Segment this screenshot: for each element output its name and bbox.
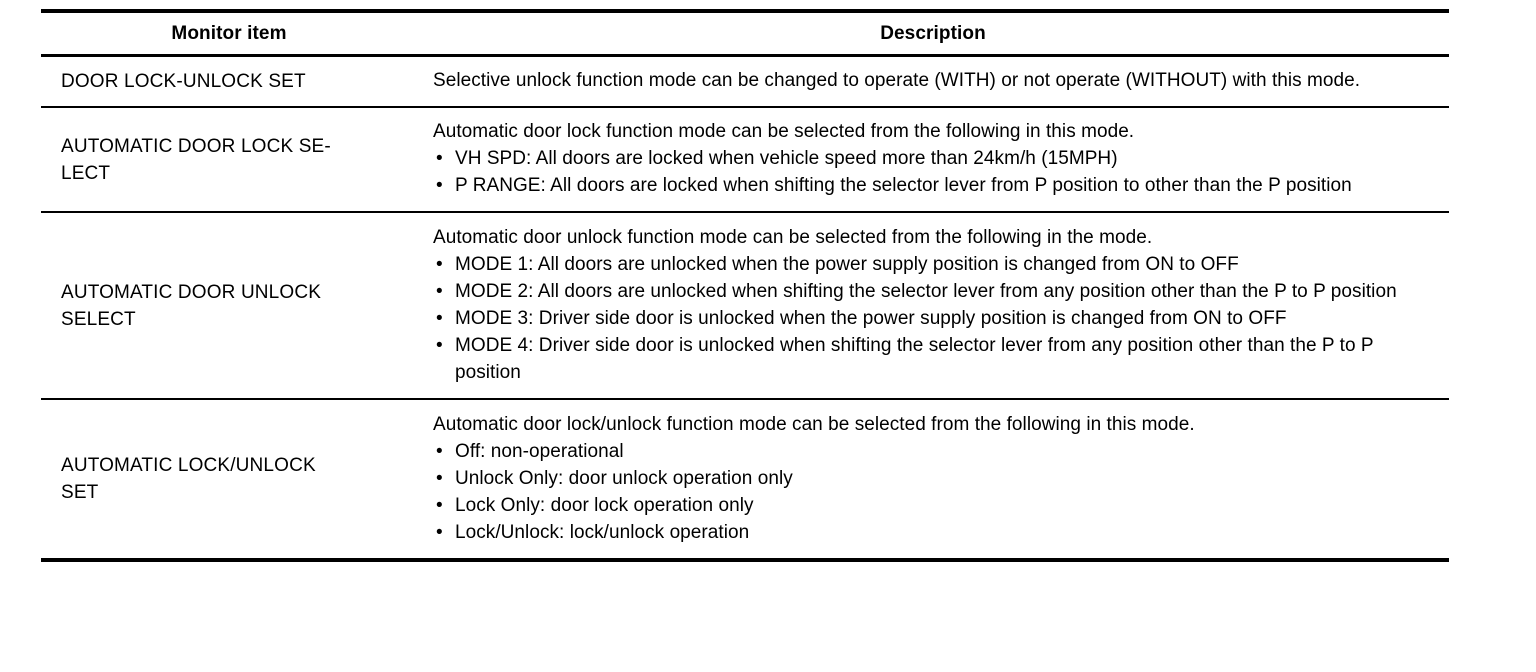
bullet-icon: • [436, 308, 443, 329]
description-bullet-item: • VH SPD: All doors are locked when vehic… [433, 145, 1437, 172]
table-row: AUTOMATIC DOOR UNLOCK SELECT Automatic d… [41, 211, 1449, 399]
description-bullet-item: • MODE 4: Driver side door is unlocked wh… [433, 332, 1437, 386]
description-bullet-text: VH SPD: All doors are locked when vehicl… [455, 148, 1118, 169]
description-bullet-text: MODE 1: All doors are unlocked when the … [455, 254, 1239, 275]
description-lead: Selective unlock function mode can be ch… [433, 70, 1361, 91]
row-description-cell: Selective unlock function mode can be ch… [417, 56, 1449, 108]
description-bullet-text: Lock/Unlock: lock/unlock operation [455, 522, 750, 543]
row-description-cell: Automatic door lock/unlock function mode… [417, 398, 1449, 560]
description-bullet-list: • Off: non-operational • Unlock Only: door … [433, 438, 1437, 546]
description-bullet-item: • Lock Only: door lock operation only [433, 492, 1437, 519]
description-content: Automatic door lock/unlock function mode… [417, 400, 1449, 558]
column-header-description: Description [417, 11, 1449, 57]
description-lead: Automatic door unlock function mode can … [433, 227, 1153, 248]
monitor-item-label: AUTOMATIC DOOR UNLOCK SELECT [61, 281, 322, 330]
description-bullet-text: Off: non-operational [455, 441, 624, 462]
bullet-icon: • [436, 495, 443, 516]
monitor-item-label: AUTOMATIC DOOR LOCK SE- LECT [61, 135, 331, 184]
table-header: Monitor item Description [41, 11, 1449, 57]
row-description-cell: Automatic door unlock function mode can … [417, 211, 1449, 399]
monitor-item-label: DOOR LOCK-UNLOCK SET [61, 71, 306, 92]
description-bullet-item: • Lock/Unlock: lock/unlock operation [433, 519, 1437, 546]
description-bullet-item: • Off: non-operational [433, 438, 1437, 465]
bullet-icon: • [436, 281, 443, 302]
row-monitor-item-cell: AUTOMATIC DOOR UNLOCK SELECT [41, 211, 417, 399]
description-bullet-text: MODE 4: Driver side door is unlocked whe… [455, 335, 1374, 383]
monitor-item-description-table: Monitor item Description DOOR LOCK-UNLOC… [41, 9, 1449, 562]
description-lead: Automatic door lock/unlock function mode… [433, 414, 1195, 435]
table-header-row: Monitor item Description [41, 11, 1449, 57]
description-bullet-list: • MODE 1: All doors are unlocked when the… [433, 251, 1437, 386]
bullet-icon: • [436, 175, 443, 196]
description-content: Selective unlock function mode can be ch… [417, 57, 1449, 106]
column-header-monitor-item: Monitor item [41, 11, 417, 57]
bullet-icon: • [436, 522, 443, 543]
row-monitor-item-cell: AUTOMATIC DOOR LOCK SE- LECT [41, 106, 417, 212]
description-lead: Automatic door lock function mode can be… [433, 121, 1135, 142]
description-bullet-list: • VH SPD: All doors are locked when vehic… [433, 145, 1437, 199]
description-content: Automatic door lock function mode can be… [417, 108, 1449, 211]
bullet-icon: • [436, 441, 443, 462]
table-body: DOOR LOCK-UNLOCK SET Selective unlock fu… [41, 56, 1449, 560]
monitor-item-label: AUTOMATIC LOCK/UNLOCK SET [61, 455, 316, 503]
bullet-icon: • [436, 148, 443, 169]
table-row: AUTOMATIC LOCK/UNLOCK SET Automatic door… [41, 398, 1449, 560]
description-bullet-text: MODE 3: Driver side door is unlocked whe… [455, 308, 1287, 329]
description-bullet-text: MODE 2: All doors are unlocked when shif… [455, 281, 1397, 302]
description-bullet-item: • P RANGE: All doors are locked when shif… [433, 172, 1437, 199]
description-bullet-item: • Unlock Only: door unlock operation only [433, 465, 1437, 492]
bullet-icon: • [436, 254, 443, 275]
description-bullet-text: Lock Only: door lock operation only [455, 495, 754, 516]
description-bullet-text: Unlock Only: door unlock operation only [455, 468, 793, 489]
description-bullet-item: • MODE 1: All doors are unlocked when the… [433, 251, 1437, 278]
description-bullet-text: P RANGE: All doors are locked when shift… [455, 175, 1352, 196]
row-monitor-item-cell: AUTOMATIC LOCK/UNLOCK SET [41, 398, 417, 560]
row-monitor-item-cell: DOOR LOCK-UNLOCK SET [41, 56, 417, 108]
bullet-icon: • [436, 468, 443, 489]
column-header-description-label: Description [880, 22, 986, 44]
row-description-cell: Automatic door lock function mode can be… [417, 106, 1449, 212]
description-bullet-item: • MODE 3: Driver side door is unlocked wh… [433, 305, 1437, 332]
bullet-icon: • [436, 335, 443, 356]
table-row: AUTOMATIC DOOR LOCK SE- LECT Automatic d… [41, 106, 1449, 212]
column-header-monitor-item-label: Monitor item [171, 22, 287, 44]
description-bullet-item: • MODE 2: All doors are unlocked when shi… [433, 278, 1437, 305]
description-content: Automatic door unlock function mode can … [417, 213, 1449, 398]
table-row: DOOR LOCK-UNLOCK SET Selective unlock fu… [41, 56, 1449, 108]
